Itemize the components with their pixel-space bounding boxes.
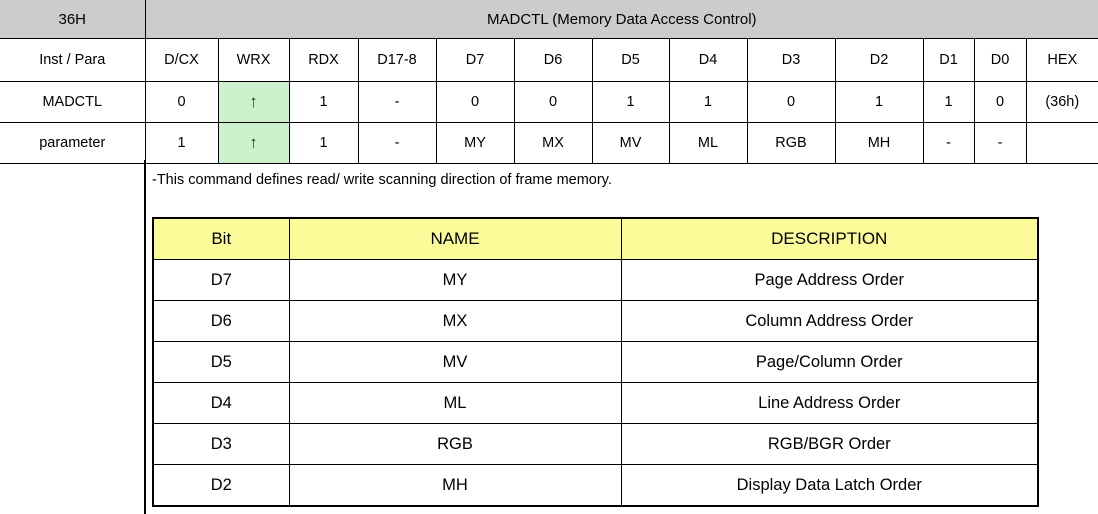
column-header-hex: HEX xyxy=(1025,38,1098,82)
bit-cell-d7: D7 xyxy=(152,259,290,301)
name-cell-d4: ML xyxy=(288,382,622,424)
madctl-d17-8: - xyxy=(357,81,437,123)
parameter-d7: MY xyxy=(435,122,515,164)
parameter-d0: - xyxy=(973,122,1027,164)
madctl-rdx: 1 xyxy=(288,81,359,123)
table-row: D5 MV Page/Column Order xyxy=(152,341,1039,383)
bit-cell-d6: D6 xyxy=(152,300,290,342)
bit-table-header-row: Bit NAME DESCRIPTION xyxy=(152,217,1039,260)
table-row: D6 MX Column Address Order xyxy=(152,300,1039,342)
madctl-d1: 1 xyxy=(922,81,975,123)
parameter-d1: - xyxy=(922,122,975,164)
name-column-header: NAME xyxy=(288,217,622,260)
column-header-dcx: D/CX xyxy=(144,38,219,82)
parameter-d2: MH xyxy=(834,122,924,164)
parameter-d4: ML xyxy=(668,122,748,164)
madctl-hex: (36h) xyxy=(1025,81,1098,123)
madctl-d3: 0 xyxy=(746,81,836,123)
madctl-dcx: 0 xyxy=(144,81,219,123)
column-header-d2: D2 xyxy=(834,38,924,82)
parameter-d17-8: - xyxy=(357,122,437,164)
command-title-cell: MADCTL (Memory Data Access Control) xyxy=(144,0,1098,39)
command-summary-table: 36H MADCTL (Memory Data Access Control) … xyxy=(0,0,1098,164)
name-cell-d7: MY xyxy=(288,259,622,301)
column-header-row: Inst / Para D/CX WRX RDX D17-8 D7 D6 D5 … xyxy=(0,38,1098,82)
name-cell-d2: MH xyxy=(288,464,622,507)
madctl-d2: 1 xyxy=(834,81,924,123)
parameter-d3: RGB xyxy=(746,122,836,164)
column-header-rdx: RDX xyxy=(288,38,359,82)
table-row: D2 MH Display Data Latch Order xyxy=(152,464,1039,507)
column-header-wrx: WRX xyxy=(217,38,290,82)
column-header-d1: D1 xyxy=(922,38,975,82)
parameter-dcx: 1 xyxy=(144,122,219,164)
arrow-up-icon: ↑ xyxy=(249,133,258,152)
table-row: D3 RGB RGB/BGR Order xyxy=(152,423,1039,465)
name-cell-d3: RGB xyxy=(288,423,622,465)
madctl-d0: 0 xyxy=(973,81,1027,123)
madctl-d7: 0 xyxy=(435,81,515,123)
description-cell-d6: Column Address Order xyxy=(620,300,1039,342)
column-header-d3: D3 xyxy=(746,38,836,82)
column-header-d6: D6 xyxy=(513,38,593,82)
parameter-hex xyxy=(1025,122,1098,164)
name-cell-d5: MV xyxy=(288,341,622,383)
madctl-d6: 0 xyxy=(513,81,593,123)
parameter-d5: MV xyxy=(591,122,670,164)
bit-cell-d5: D5 xyxy=(152,341,290,383)
madctl-d5: 1 xyxy=(591,81,670,123)
column-header-d17-8: D17-8 xyxy=(357,38,437,82)
left-column-divider xyxy=(144,160,146,514)
table-row: D7 MY Page Address Order xyxy=(152,259,1039,301)
bit-cell-d2: D2 xyxy=(152,464,290,507)
row-label-parameter: parameter xyxy=(0,122,146,164)
parameter-rdx: 1 xyxy=(288,122,359,164)
description-cell-d7: Page Address Order xyxy=(620,259,1039,301)
description-cell-d4: Line Address Order xyxy=(620,382,1039,424)
command-header-row: 36H MADCTL (Memory Data Access Control) xyxy=(0,0,1098,39)
bit-column-header: Bit xyxy=(152,217,290,260)
arrow-up-icon: ↑ xyxy=(249,92,258,111)
table-row-parameter: parameter 1 ↑ 1 - MY MX MV ML RGB MH - - xyxy=(0,122,1098,164)
column-header-d0: D0 xyxy=(973,38,1027,82)
table-row: D4 ML Line Address Order xyxy=(152,382,1039,424)
description-cell-d2: Display Data Latch Order xyxy=(620,464,1039,507)
column-header-inst-para: Inst / Para xyxy=(0,38,146,82)
row-label-madctl: MADCTL xyxy=(0,81,146,123)
command-code-cell: 36H xyxy=(0,0,146,39)
command-description-note: -This command defines read/ write scanni… xyxy=(152,172,612,188)
column-header-d7: D7 xyxy=(435,38,515,82)
description-cell-d3: RGB/BGR Order xyxy=(620,423,1039,465)
madctl-wrx: ↑ xyxy=(217,81,290,123)
table-row-madctl: MADCTL 0 ↑ 1 - 0 0 1 1 0 1 1 0 (36h) xyxy=(0,81,1098,123)
parameter-wrx: ↑ xyxy=(217,122,290,164)
name-cell-d6: MX xyxy=(288,300,622,342)
column-header-d4: D4 xyxy=(668,38,748,82)
bit-cell-d3: D3 xyxy=(152,423,290,465)
description-cell-d5: Page/Column Order xyxy=(620,341,1039,383)
column-header-d5: D5 xyxy=(591,38,670,82)
parameter-d6: MX xyxy=(513,122,593,164)
description-column-header: DESCRIPTION xyxy=(620,217,1039,260)
bit-cell-d4: D4 xyxy=(152,382,290,424)
bit-definition-table: Bit NAME DESCRIPTION D7 MY Page Address … xyxy=(152,217,1039,507)
madctl-d4: 1 xyxy=(668,81,748,123)
